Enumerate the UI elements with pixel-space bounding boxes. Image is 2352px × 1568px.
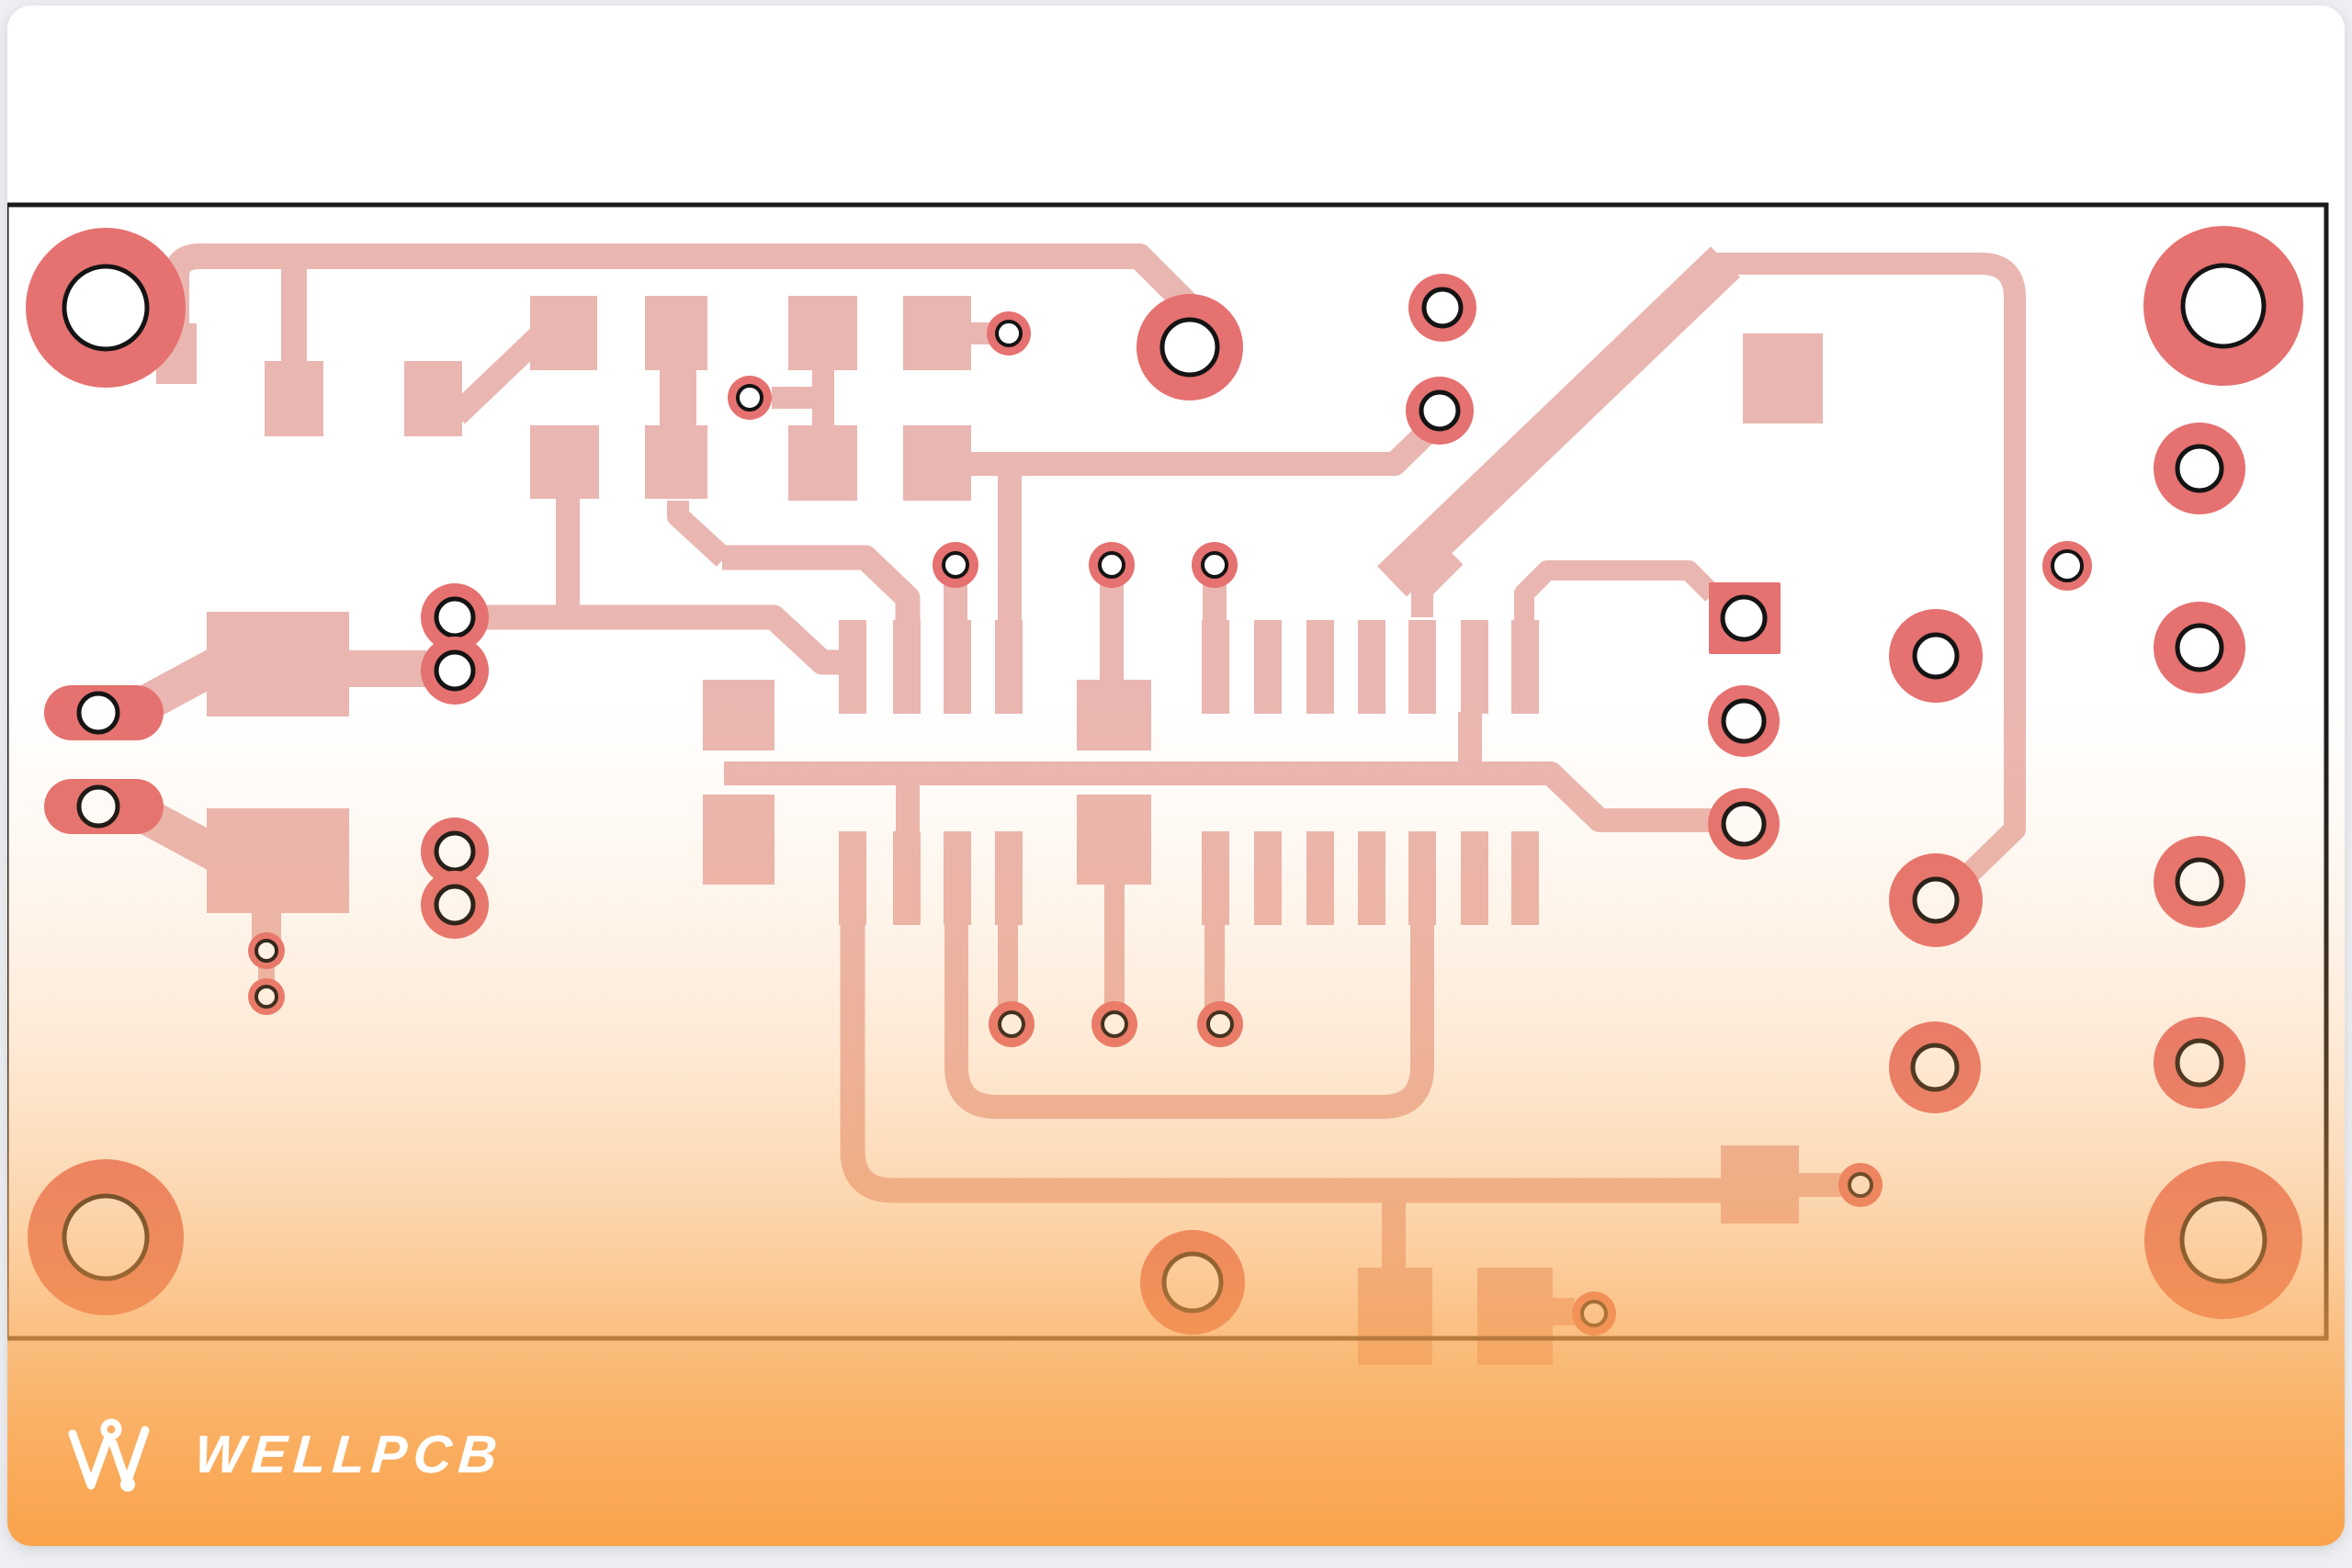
via-hole (434, 884, 476, 926)
copper-trace (840, 921, 1727, 1203)
via-hole (1421, 287, 1464, 329)
smd-pad (1721, 1145, 1799, 1224)
smd-pad (404, 361, 462, 436)
smd-pad (903, 296, 971, 370)
smd-pad (265, 361, 323, 436)
smd-pad (839, 620, 866, 714)
via-hole (1098, 551, 1125, 579)
smd-pad (645, 296, 707, 370)
via-hole (254, 985, 278, 1009)
smd-pad (1202, 831, 1229, 925)
via-hole (1580, 1300, 1608, 1327)
smd-pad (1477, 1268, 1553, 1365)
drill-hole (76, 784, 120, 829)
copper-trace (458, 604, 841, 675)
via-hole (998, 1010, 1025, 1038)
smd-pad (995, 620, 1023, 714)
smd-pad (1358, 1268, 1432, 1365)
smd-pad (1461, 620, 1488, 714)
smd-pad (788, 296, 857, 370)
pcb-artwork (7, 202, 2329, 1365)
smd-pad (812, 370, 834, 425)
smd-pad (645, 425, 707, 499)
smd-pad (660, 370, 696, 425)
smd-pad (1202, 620, 1229, 714)
smd-pad (207, 808, 349, 913)
smd-pad (1743, 333, 1823, 423)
logo-node-dot (120, 1477, 135, 1492)
smd-pad (703, 680, 775, 750)
smd-pad (1077, 680, 1151, 750)
via-hole (995, 320, 1023, 347)
smd-pad (1408, 831, 1436, 925)
smd-pad (207, 612, 349, 716)
mount-hole (62, 1193, 150, 1281)
via-hole (736, 384, 763, 412)
via-hole (942, 551, 969, 579)
mount-hole (2180, 263, 2267, 349)
via-hole (1201, 551, 1228, 579)
smd-pad (995, 831, 1023, 925)
via-hole (1419, 389, 1461, 432)
via-hole (1848, 1172, 1873, 1198)
smd-pad (1254, 831, 1282, 925)
copper-trace (724, 761, 1713, 832)
via-hole (434, 649, 476, 692)
via-hole (434, 596, 476, 638)
smd-pad (1511, 620, 1539, 714)
copper-trace (969, 416, 1443, 476)
smd-pad (1306, 620, 1334, 714)
smd-pad (893, 620, 921, 714)
mount-hole (62, 264, 150, 352)
via-hole (1101, 1010, 1128, 1038)
smd-pad (893, 831, 921, 925)
mount-hole (2179, 1196, 2267, 1284)
smd-pad (944, 831, 971, 925)
smd-pad (1358, 831, 1385, 925)
drill-hole (1720, 594, 1768, 642)
smd-pad (944, 620, 971, 714)
wellpcb-logo-icon (68, 1418, 150, 1492)
via-hole (254, 939, 278, 963)
via-hole (1159, 317, 1220, 378)
via-hole (1721, 801, 1767, 847)
via-hole (2051, 549, 2084, 582)
wellpcb-logo: WELLPCB (66, 1413, 506, 1497)
smd-pad (530, 296, 597, 370)
drill-hole (76, 691, 120, 735)
via-hole (1912, 632, 1960, 680)
via-hole (1910, 1043, 1960, 1092)
smd-pad (703, 795, 775, 885)
smd-pad (903, 425, 971, 501)
via-hole (1912, 876, 1960, 924)
via-hole (1161, 1251, 1224, 1314)
smd-pad (1408, 620, 1436, 714)
via-hole (1721, 698, 1767, 744)
smd-pad (839, 831, 866, 925)
wellpcb-logo-text: WELLPCB (192, 1425, 506, 1484)
copper-trace (1514, 560, 1720, 623)
via-hole (1206, 1010, 1234, 1038)
smd-pad (1254, 620, 1282, 714)
pcb-card: WELLPCB (7, 6, 2345, 1546)
smd-pad (530, 425, 599, 499)
smd-pad (1511, 831, 1539, 925)
via-hole (2175, 444, 2224, 493)
smd-pad (1358, 620, 1385, 714)
smd-pad (788, 425, 857, 501)
via-hole (434, 830, 476, 873)
smd-pad (1306, 831, 1334, 925)
via-hole (2175, 1038, 2224, 1088)
copper-trace (667, 501, 732, 567)
smd-pad (1077, 795, 1151, 885)
via-hole (2175, 857, 2224, 907)
smd-pad (1461, 831, 1488, 925)
via-hole (2175, 623, 2224, 672)
